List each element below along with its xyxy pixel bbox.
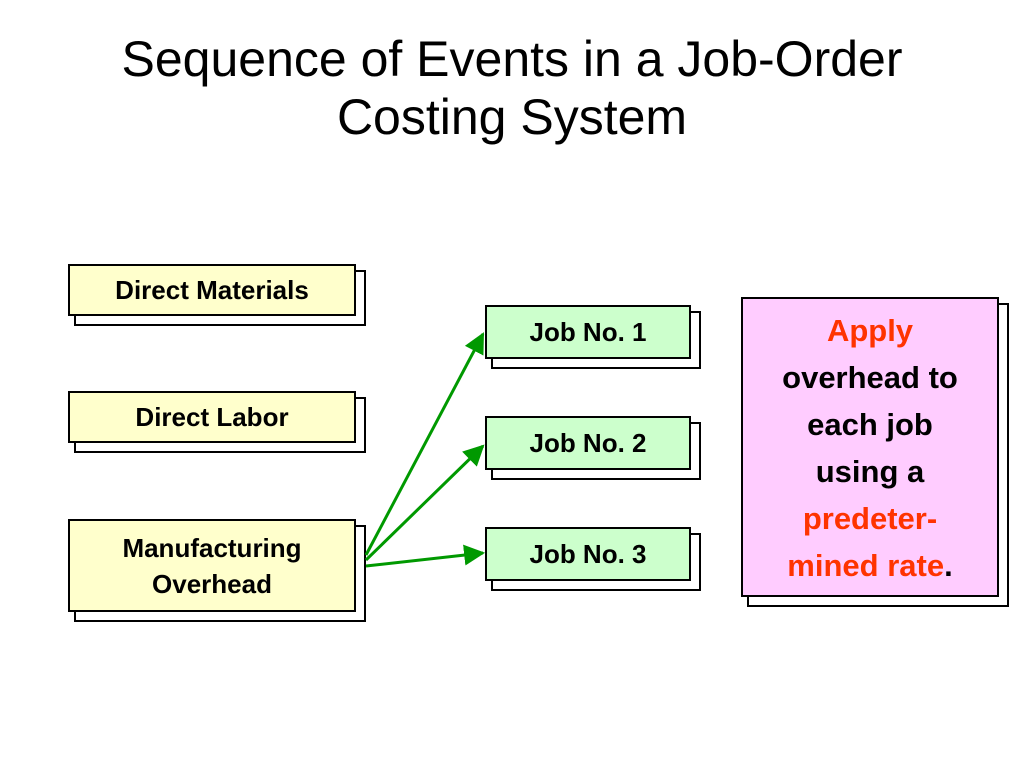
note-line-using-a: using a <box>815 454 925 489</box>
direct-materials-label: Direct Materials <box>115 275 309 305</box>
job-no-2-label: Job No. 2 <box>529 428 647 458</box>
direct-materials-box: Direct Materials <box>68 264 356 316</box>
job-no-1-label: Job No. 1 <box>529 317 647 347</box>
arrow-overhead-to-job-2 <box>364 444 485 562</box>
note-period: . <box>944 548 953 583</box>
arrow-overhead-to-job-1 <box>364 332 485 556</box>
note-text: Apply overhead to each job using a prede… <box>782 307 958 589</box>
direct-labor-box: Direct Labor <box>68 391 356 443</box>
slide-title: Sequence of Events in a Job-Order Costin… <box>121 31 903 145</box>
arrow-overhead-to-job-3 <box>365 544 486 568</box>
note-line-overhead-to: overhead to <box>782 360 958 395</box>
manufacturing-overhead-box: Manufacturing Overhead <box>68 519 356 612</box>
job-no-1-box: Job No. 1 <box>485 305 691 359</box>
apply-overhead-note: Apply overhead to each job using a prede… <box>741 297 999 597</box>
job-no-2-box: Job No. 2 <box>485 416 691 470</box>
direct-labor-label: Direct Labor <box>135 402 289 432</box>
note-word-apply: Apply <box>826 313 914 348</box>
note-line-each-job: each job <box>807 407 933 442</box>
job-no-3-box: Job No. 3 <box>485 527 691 581</box>
note-word-mined-rate: mined rate <box>787 548 945 583</box>
job-no-3-label: Job No. 3 <box>529 539 647 569</box>
manufacturing-overhead-label: Manufacturing Overhead <box>122 532 302 599</box>
note-word-predeter: predeter- <box>802 501 938 536</box>
